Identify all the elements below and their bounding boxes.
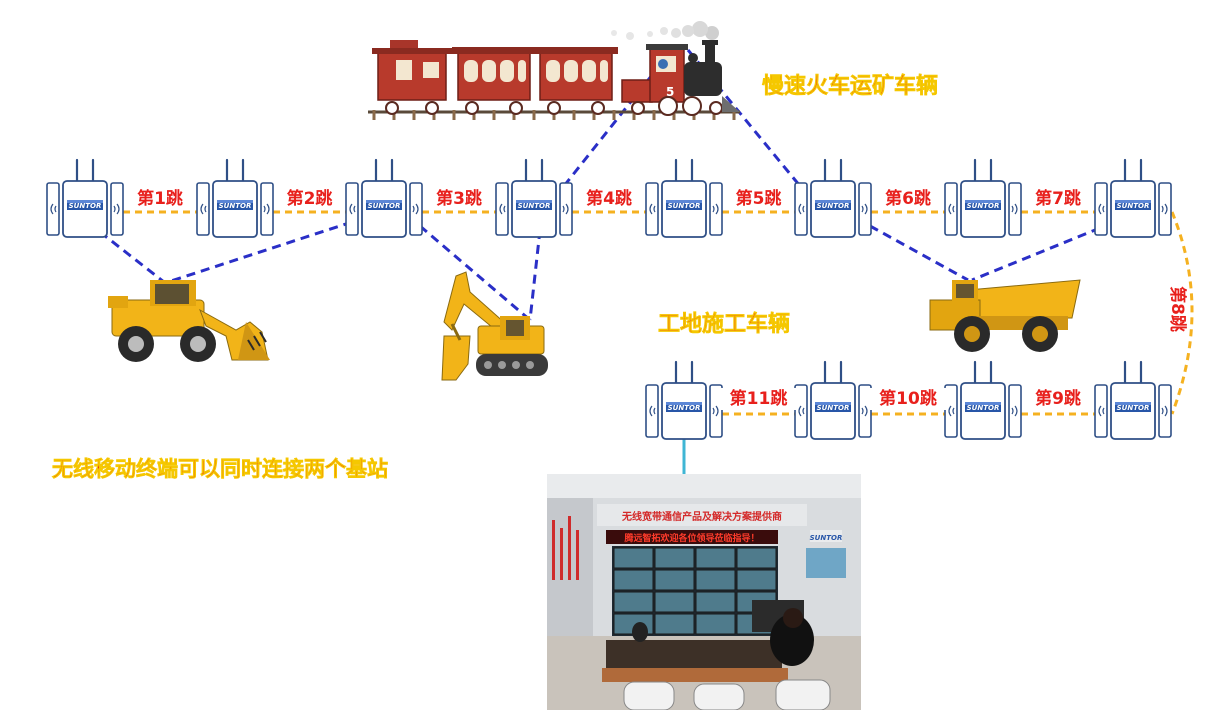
mobile-link [562, 59, 666, 187]
hop-label: 第4跳 [586, 188, 632, 209]
hop-label-bg [426, 188, 492, 210]
control-room-photo: 无线宽带通信产品及解决方案提供商 腾远智拓欢迎各位领导莅临指导！ SUNTOR [547, 474, 861, 710]
hop-label: 第2跳 [287, 188, 333, 209]
radio-base-station-icon [45, 158, 125, 239]
hop-label: 第7跳 [1035, 188, 1081, 209]
dual-link-caption: 无线移动终端可以同时连接两个基站 [52, 457, 388, 481]
radio-brand-label: SUNTOR [1117, 404, 1150, 412]
radio-brand-label: SUNTOR [1117, 202, 1150, 210]
radio-brand-label: SUNTOR [668, 202, 701, 210]
radio-base-station-icon [1093, 360, 1173, 441]
links-layer [99, 49, 1194, 476]
hop-label: 第10跳 [879, 388, 937, 409]
hop-label-bg [277, 188, 342, 210]
radio-base-station-icon [793, 158, 873, 239]
radio-brand-label: SUNTOR [69, 202, 102, 210]
hop-label-bg [127, 188, 193, 210]
radio-brand-label: SUNTOR [368, 202, 401, 210]
hop-label: 第8跳 [1167, 286, 1188, 332]
mobile-link [167, 220, 353, 284]
mobile-link [99, 230, 165, 284]
dump-truck-icon [929, 279, 1081, 352]
photo-logo-text: SUNTOR [810, 534, 843, 542]
hop-label-bg [1160, 276, 1184, 342]
hop-label: 第5跳 [736, 188, 782, 209]
radio-base-station-icon [344, 158, 424, 239]
radio-base-station-icon [943, 360, 1023, 441]
hop-label-bg [726, 188, 791, 210]
hop-label: 第3跳 [436, 188, 482, 209]
mobile-link [971, 226, 1101, 282]
hop-label-bg [1025, 188, 1091, 210]
construction-caption: 工地施工车辆 [658, 311, 790, 337]
photo-banner-text: 无线宽带通信产品及解决方案提供商 [621, 510, 782, 523]
radios-layer: SUNTOR SUNTOR SUNTOR SUNTOR SUNTOR SUNTOR SUNT… [45, 158, 1173, 441]
radio-base-station-icon [644, 360, 724, 441]
radio-base-station-icon [793, 360, 873, 441]
train-number: 5 [666, 85, 674, 99]
radio-brand-label: SUNTOR [219, 202, 252, 210]
photo-led-text: 腾远智拓欢迎各位领导莅临指导！ [623, 532, 759, 544]
hop-label: 第9跳 [1035, 388, 1081, 409]
radio-base-station-icon [943, 158, 1023, 239]
hop-label-bg [1025, 388, 1091, 410]
mobile-link [528, 229, 542, 321]
radio-brand-label: SUNTOR [967, 202, 1000, 210]
wheel-loader-icon [108, 280, 270, 362]
hop-label-bg [875, 188, 941, 210]
radio-brand-label: SUNTOR [518, 202, 551, 210]
radio-base-station-icon [644, 158, 724, 239]
excavator-icon [441, 271, 548, 381]
hop-label: 第11跳 [730, 388, 788, 409]
hop-link [1170, 211, 1194, 415]
hop-label-bg [718, 388, 799, 410]
radio-brand-label: SUNTOR [967, 404, 1000, 412]
hop-label: 第1跳 [137, 188, 183, 209]
radio-base-station-icon [195, 158, 275, 239]
mobile-link [869, 224, 969, 282]
train-caption: 慢速火车运矿车辆 [762, 73, 938, 99]
radio-base-station-icon [494, 158, 574, 239]
hop-label-bg [576, 188, 642, 210]
hop-label: 第6跳 [885, 188, 931, 209]
hop-label-bg [868, 388, 948, 410]
steam-train-icon: 5 [368, 21, 740, 120]
radio-base-station-icon [1093, 158, 1173, 239]
radio-brand-label: SUNTOR [668, 404, 701, 412]
radio-brand-label: SUNTOR [817, 202, 850, 210]
mobile-link [419, 224, 531, 322]
radio-brand-label: SUNTOR [817, 404, 850, 412]
